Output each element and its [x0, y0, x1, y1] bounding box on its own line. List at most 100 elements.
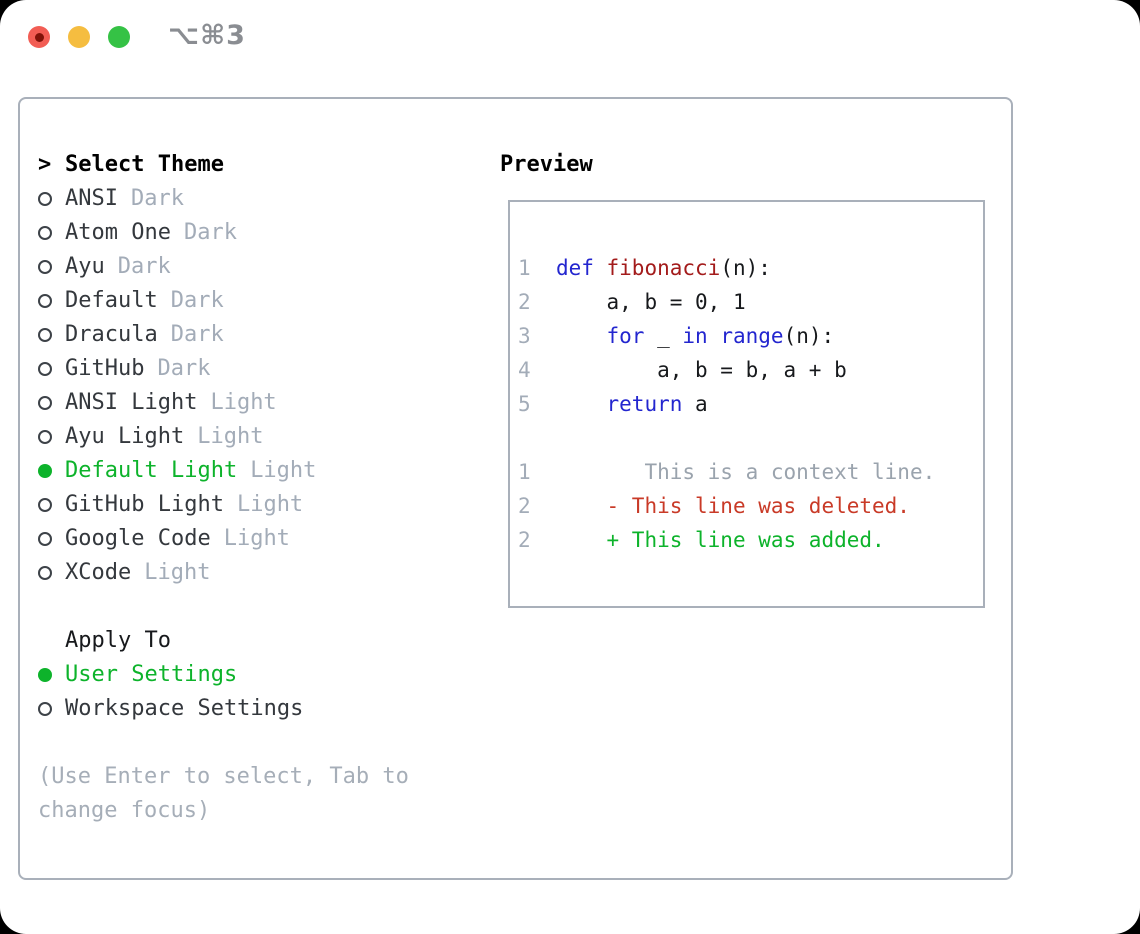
theme-item-marker — [38, 498, 65, 512]
theme-item-marker — [38, 362, 65, 376]
theme-item-ayu[interactable]: Ayu Dark — [38, 250, 446, 284]
theme-item-marker — [38, 566, 65, 580]
code-segment-num: 5 — [518, 392, 556, 416]
code-segment-kw: range — [720, 324, 784, 348]
theme-item-label: ANSI — [65, 186, 118, 211]
cursor-marker: > — [38, 148, 65, 182]
apply-to-title: Apply To — [65, 628, 171, 653]
theme-item-atom-one[interactable]: Atom One Dark — [38, 216, 446, 250]
theme-item-label: Google Code — [65, 526, 211, 551]
code-segment-kw: for — [606, 324, 645, 348]
theme-item-tag: Dark — [130, 186, 184, 211]
radio-unselected-icon — [38, 294, 52, 308]
code-segment-del: - This line was deleted. — [555, 494, 910, 518]
theme-item-label: Ayu — [65, 254, 105, 279]
theme-item-tag: Light — [197, 424, 264, 449]
theme-item-tag: Dark — [183, 220, 237, 245]
code-segment-plain: (n): — [783, 324, 835, 348]
code-segment-plain: a, b = 0, 1 — [555, 290, 746, 314]
spacer — [38, 590, 446, 624]
code-segment-num: 2 — [518, 494, 556, 518]
radio-unselected-icon — [38, 566, 52, 580]
apply-option-workspace-settings[interactable]: Workspace Settings — [38, 692, 446, 726]
theme-item-tag: Dark — [170, 322, 224, 347]
radio-selected-icon — [38, 464, 52, 478]
theme-item-label: Default — [65, 288, 158, 313]
radio-unselected-icon — [38, 702, 52, 716]
theme-item-tag: Light — [210, 390, 277, 415]
help-text: (Use Enter to select, Tab to change focu… — [38, 764, 409, 823]
code-line: 3 for _ in range(n): — [518, 319, 935, 353]
code-segment-fn: fibonacci — [606, 256, 721, 280]
theme-item-marker — [38, 328, 65, 342]
code-segment-add: + This line was added. — [555, 528, 885, 552]
minimize-button[interactable] — [68, 26, 90, 48]
theme-item-google-code[interactable]: Google Code Light — [38, 522, 446, 556]
theme-item-tag: Light — [250, 458, 317, 483]
theme-item-dracula[interactable]: Dracula Dark — [38, 318, 446, 352]
theme-item-label: Dracula — [65, 322, 158, 347]
code-line: 2 - This line was deleted. — [518, 489, 935, 523]
theme-item-default[interactable]: Default Dark — [38, 284, 446, 318]
theme-item-label: GitHub — [65, 356, 145, 381]
code-segment-num: 4 — [518, 358, 556, 382]
theme-item-xcode[interactable]: XCode Light — [38, 556, 446, 590]
code-segment-num: 3 — [518, 324, 556, 348]
code-segment-ctx: This is a context line. — [555, 460, 936, 484]
radio-unselected-icon — [38, 430, 52, 444]
radio-unselected-icon — [38, 498, 52, 512]
theme-item-ansi-light[interactable]: ANSI Light Light — [38, 386, 446, 420]
apply-option-marker — [38, 668, 65, 682]
code-segment-plain — [556, 392, 607, 416]
theme-item-ansi[interactable]: ANSI Dark — [38, 182, 446, 216]
titlebar — [28, 26, 130, 48]
radio-unselected-icon — [38, 396, 52, 410]
code-segment-plain: (n): — [720, 256, 771, 280]
close-dot-icon — [34, 32, 44, 42]
select-theme-title: Select Theme — [65, 152, 224, 177]
zoom-button[interactable] — [108, 26, 130, 48]
code-segment-plain: _ — [644, 324, 683, 348]
theme-item-label: ANSI Light — [65, 390, 198, 415]
radio-unselected-icon — [38, 192, 52, 206]
apply-option-user-settings[interactable]: User Settings — [38, 658, 446, 692]
theme-item-label: Atom One — [65, 220, 171, 245]
code-segment-num: 1 — [518, 256, 556, 280]
theme-item-tag: Light — [144, 560, 211, 585]
theme-item-marker — [38, 430, 65, 444]
close-button[interactable] — [28, 26, 50, 48]
code-line: 2 + This line was added. — [518, 523, 935, 557]
radio-unselected-icon — [38, 328, 52, 342]
theme-item-tag: Dark — [170, 288, 224, 313]
theme-item-marker — [38, 192, 65, 206]
theme-item-label: XCode — [65, 560, 132, 585]
theme-item-marker — [38, 464, 65, 478]
theme-item-tag: Dark — [117, 254, 171, 279]
code-line: 5 return a — [518, 387, 935, 421]
code-segment-kw: return — [606, 392, 683, 416]
theme-item-marker — [38, 294, 65, 308]
code-segment-plain: a, b = b, a + b — [555, 358, 847, 382]
code-line — [518, 421, 935, 455]
radio-unselected-icon — [38, 362, 52, 376]
apply-to-header-row: Apply To — [38, 624, 446, 658]
theme-item-marker — [38, 396, 65, 410]
radio-unselected-icon — [38, 260, 52, 274]
code-segment-num: 2 — [518, 290, 556, 314]
radio-selected-icon — [38, 668, 52, 682]
apply-option-label: User Settings — [65, 662, 238, 687]
code-line: 1 This is a context line. — [518, 455, 935, 489]
code-segment-kw: in — [682, 324, 708, 348]
theme-item-default-light[interactable]: Default Light Light — [38, 454, 446, 488]
code-segment-kw: def — [555, 256, 607, 280]
theme-item-label: GitHub Light — [65, 492, 224, 517]
code-line: 2 a, b = 0, 1 — [518, 285, 935, 319]
theme-item-tag: Light — [223, 526, 290, 551]
theme-item-label: Default Light — [65, 458, 238, 483]
